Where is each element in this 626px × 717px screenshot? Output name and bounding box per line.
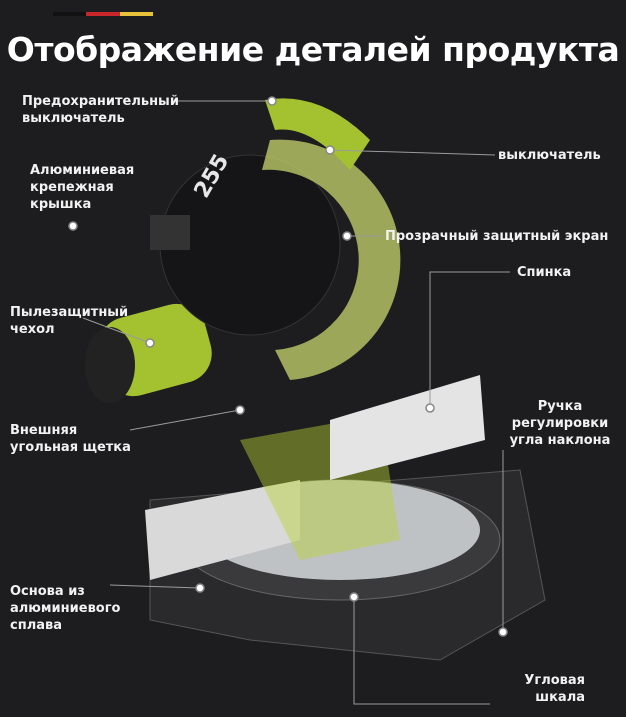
label-line: сплава: [10, 618, 62, 633]
label-aluminum-base: Основа из алюминиевого сплава: [10, 583, 120, 634]
label-line: Ручка: [537, 399, 583, 414]
label-fence: Спинка: [517, 264, 571, 281]
label-transparent-guard: Прозрачный защитный экран: [385, 228, 608, 245]
aluminum-cover-knob: [150, 215, 190, 250]
flag-stripe-black: [53, 12, 86, 16]
page-title: Отображение деталей продукта: [6, 30, 620, 69]
flag-stripe-red: [86, 12, 120, 16]
label-line: чехол: [10, 322, 55, 337]
label-line: выключатель: [498, 148, 601, 163]
label-line: крышка: [30, 197, 92, 212]
label-dust-cover: Пылезащитный чехол: [10, 304, 128, 338]
handle: [265, 98, 370, 170]
label-line: регулировки: [511, 416, 609, 431]
label-line: алюминиевого: [10, 601, 121, 616]
label-aluminum-cover: Алюминиевая крепежная крышка: [30, 162, 134, 213]
label-carbon-brush: Внешняя угольная щетка: [10, 422, 131, 456]
fence-plate: [330, 375, 485, 480]
transparent-guard: [262, 139, 401, 380]
callout-dots: [68, 96, 508, 637]
label-line: крепежная: [30, 180, 114, 195]
leader-lines: [82, 100, 510, 705]
label-line: Алюминиевая: [30, 163, 135, 178]
label-line: Основа из: [10, 584, 85, 599]
label-line: Прозрачный защитный экран: [385, 229, 609, 244]
flag-stripe-yellow: [120, 12, 153, 16]
left-table-wing: [145, 480, 300, 580]
label-line: Пылезащитный: [10, 305, 129, 320]
label-safety-switch: Предохранительный выключатель: [22, 93, 179, 127]
label-line: Внешняя: [10, 423, 78, 438]
label-line: угла наклона: [509, 433, 611, 448]
label-line: выключатель: [22, 111, 125, 126]
label-line: Спинка: [517, 265, 572, 280]
motor-end-cap: [85, 327, 135, 403]
label-line: Предохранительный: [22, 94, 179, 109]
label-switch: выключатель: [498, 147, 601, 164]
label-bevel-handle: Ручка регулировки угла наклона: [505, 398, 615, 449]
label-line: угольная щетка: [10, 440, 131, 455]
label-line: Угловая: [524, 673, 585, 688]
label-line: шкала: [535, 690, 585, 705]
label-angle-scale: Угловая шкала: [490, 672, 585, 706]
